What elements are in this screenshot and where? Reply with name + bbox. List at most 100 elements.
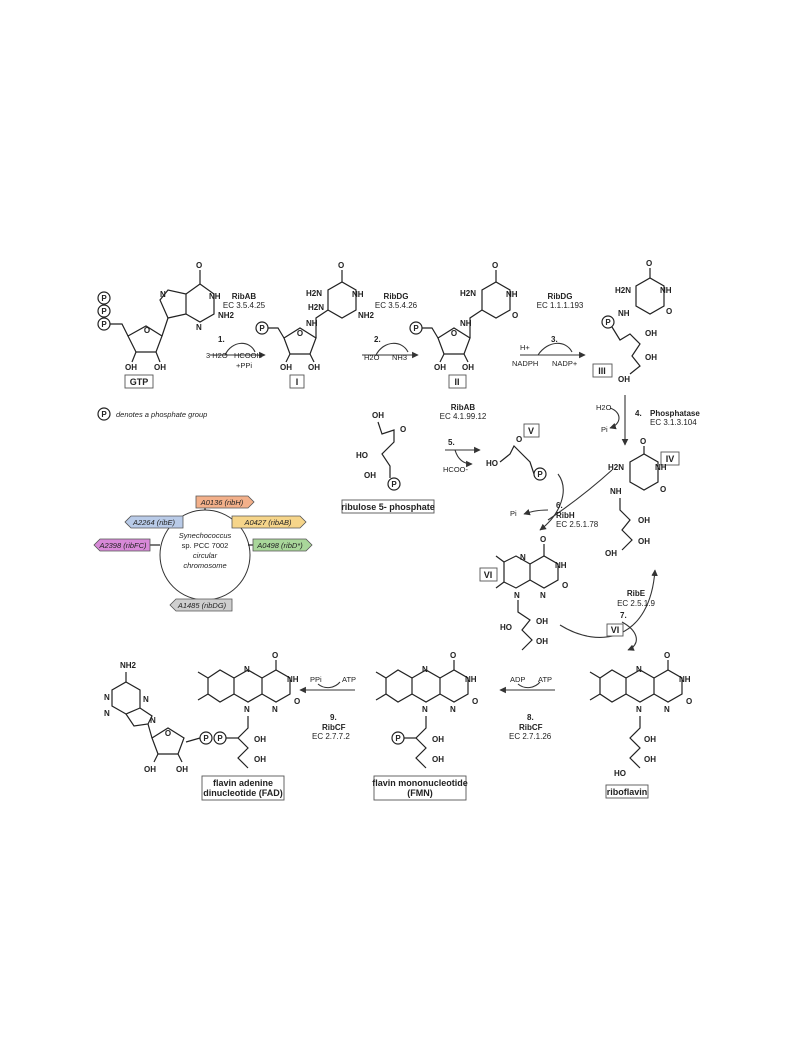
step2-number: 2. xyxy=(374,335,381,344)
gene-a0498-ribd: A0498 (ribD*) xyxy=(252,538,313,552)
svg-text:HO: HO xyxy=(614,769,626,778)
svg-text:N: N xyxy=(104,709,110,718)
step8-enzyme: RibCF xyxy=(519,723,543,732)
label-gtp: GTP xyxy=(124,374,154,389)
curved-arrow-2 xyxy=(375,342,409,356)
fmn-structure: O N NH O N N OH OH P xyxy=(375,651,478,769)
svg-text:O: O xyxy=(338,261,344,270)
label-ribulose-5-phosphate: ribulose 5- phosphate xyxy=(341,499,435,514)
step6-number: 6. xyxy=(556,501,563,510)
svg-text:OH: OH xyxy=(125,363,137,372)
svg-text:OH: OH xyxy=(434,363,446,372)
svg-text:N: N xyxy=(244,665,250,674)
svg-text:NH: NH xyxy=(660,286,672,295)
svg-text:N: N xyxy=(104,693,110,702)
svg-text:OH: OH xyxy=(254,755,266,764)
curved-arrow-7 xyxy=(621,621,637,651)
svg-text:flavin mononucleotide: flavin mononucleotide xyxy=(372,778,468,788)
svg-text:O: O xyxy=(451,329,457,338)
svg-text:N: N xyxy=(664,705,670,714)
svg-text:GTP: GTP xyxy=(130,377,149,387)
step1-ec: EC 3.5.4.25 xyxy=(223,301,266,310)
arrow-step-6 xyxy=(539,473,564,531)
svg-text:O: O xyxy=(540,535,546,544)
step1-cofactor-b: HCOOH xyxy=(234,351,262,360)
svg-text:NH: NH xyxy=(655,463,667,472)
svg-text:P: P xyxy=(101,294,107,303)
svg-text:H2N: H2N xyxy=(615,286,631,295)
step4-enzyme: Phosphatase xyxy=(650,409,700,418)
label-compound-iii: III xyxy=(592,363,613,378)
svg-text:N: N xyxy=(272,705,278,714)
step1-enzyme: RibAB xyxy=(232,292,257,301)
step6-enzyme: RibH xyxy=(556,511,575,520)
svg-text:A2398 (ribFC): A2398 (ribFC) xyxy=(98,541,147,550)
svg-text:NH: NH xyxy=(610,487,622,496)
gene-a0136-ribh: A0136 (ribH) xyxy=(195,495,255,509)
svg-text:V: V xyxy=(528,426,534,436)
svg-text:O: O xyxy=(686,697,692,706)
step5-ec: EC 4.1.99.12 xyxy=(440,412,487,421)
svg-text:denotes a phosphate group: denotes a phosphate group xyxy=(116,410,207,419)
svg-text:O: O xyxy=(450,651,456,660)
svg-text:A1485 (ribDG): A1485 (ribDG) xyxy=(177,601,227,610)
gene-a2398-ribfc: A2398 (ribFC) xyxy=(93,538,151,552)
compound-iii-structure: O H2N NH O NH P OH OH OH xyxy=(601,259,672,384)
step3-cofactor-c: NADP+ xyxy=(552,359,578,368)
svg-text:O: O xyxy=(294,697,300,706)
svg-text:OH: OH xyxy=(372,411,384,420)
svg-text:OH: OH xyxy=(644,755,656,764)
svg-text:N: N xyxy=(422,665,428,674)
svg-text:NH: NH xyxy=(209,292,221,301)
step4-cofactor-a: H2O xyxy=(596,403,612,412)
step8-cofactor-b: ATP xyxy=(538,675,552,684)
svg-text:flavin adenine: flavin adenine xyxy=(213,778,273,788)
step7-ec: EC 2.5.1.9 xyxy=(617,599,655,608)
svg-text:A0136 (ribH): A0136 (ribH) xyxy=(200,498,244,507)
svg-text:N: N xyxy=(150,716,156,725)
step2-cofactor-b: NH3 xyxy=(392,353,407,362)
svg-text:OH: OH xyxy=(462,363,474,372)
chromosome-map: Synechococcus sp. PCC 7002 circular chro… xyxy=(93,495,313,612)
svg-text:O: O xyxy=(664,651,670,660)
svg-text:OH: OH xyxy=(645,329,657,338)
svg-text:N: N xyxy=(636,705,642,714)
svg-text:P: P xyxy=(203,734,209,743)
svg-text:N: N xyxy=(422,705,428,714)
svg-text:P: P xyxy=(605,318,611,327)
step3-number: 3. xyxy=(551,335,558,344)
compound-i-structure: P O OH OH O H2N H2N NH NH2 NH xyxy=(255,261,375,372)
step4-number: 4. xyxy=(635,409,642,418)
gene-a2264-ribe: A2264 (ribE) xyxy=(124,515,184,529)
svg-text:P: P xyxy=(413,324,419,333)
step2-cofactor-a: H2O xyxy=(364,353,380,362)
svg-text:NH2: NH2 xyxy=(358,311,375,320)
svg-text:P: P xyxy=(101,320,107,329)
chromosome-organism-1: Synechococcus xyxy=(179,531,232,540)
svg-text:N: N xyxy=(196,323,202,332)
step8-cofactor-a: ADP xyxy=(510,675,525,684)
curved-arrow-3 xyxy=(537,342,573,356)
label-riboflavin: riboflavin xyxy=(605,784,649,799)
step9-cofactor-b: ATP xyxy=(342,675,356,684)
compound-vi-structure: VI O N NH O N N OH OH HO xyxy=(479,535,568,651)
svg-text:HO: HO xyxy=(500,623,512,632)
svg-text:VI: VI xyxy=(484,570,493,580)
svg-text:(FMN): (FMN) xyxy=(407,788,433,798)
svg-text:P: P xyxy=(101,410,107,419)
svg-text:OH: OH xyxy=(536,617,548,626)
svg-text:O: O xyxy=(666,307,672,316)
svg-text:NH: NH xyxy=(618,309,630,318)
gtp-structure: P P P O OH OH O N NH NH2 N xyxy=(97,261,235,372)
chromosome-organism-3: circular xyxy=(193,551,218,560)
svg-text:OH: OH xyxy=(432,755,444,764)
svg-text:OH: OH xyxy=(638,537,650,546)
svg-text:N: N xyxy=(450,705,456,714)
step6-cofactor: Pi xyxy=(510,509,517,518)
svg-text:OH: OH xyxy=(618,375,630,384)
svg-text:N: N xyxy=(540,591,546,600)
svg-text:I: I xyxy=(296,377,299,387)
svg-text:IV: IV xyxy=(666,454,675,464)
svg-text:O: O xyxy=(640,437,646,446)
label-compound-ii: II xyxy=(448,374,467,389)
